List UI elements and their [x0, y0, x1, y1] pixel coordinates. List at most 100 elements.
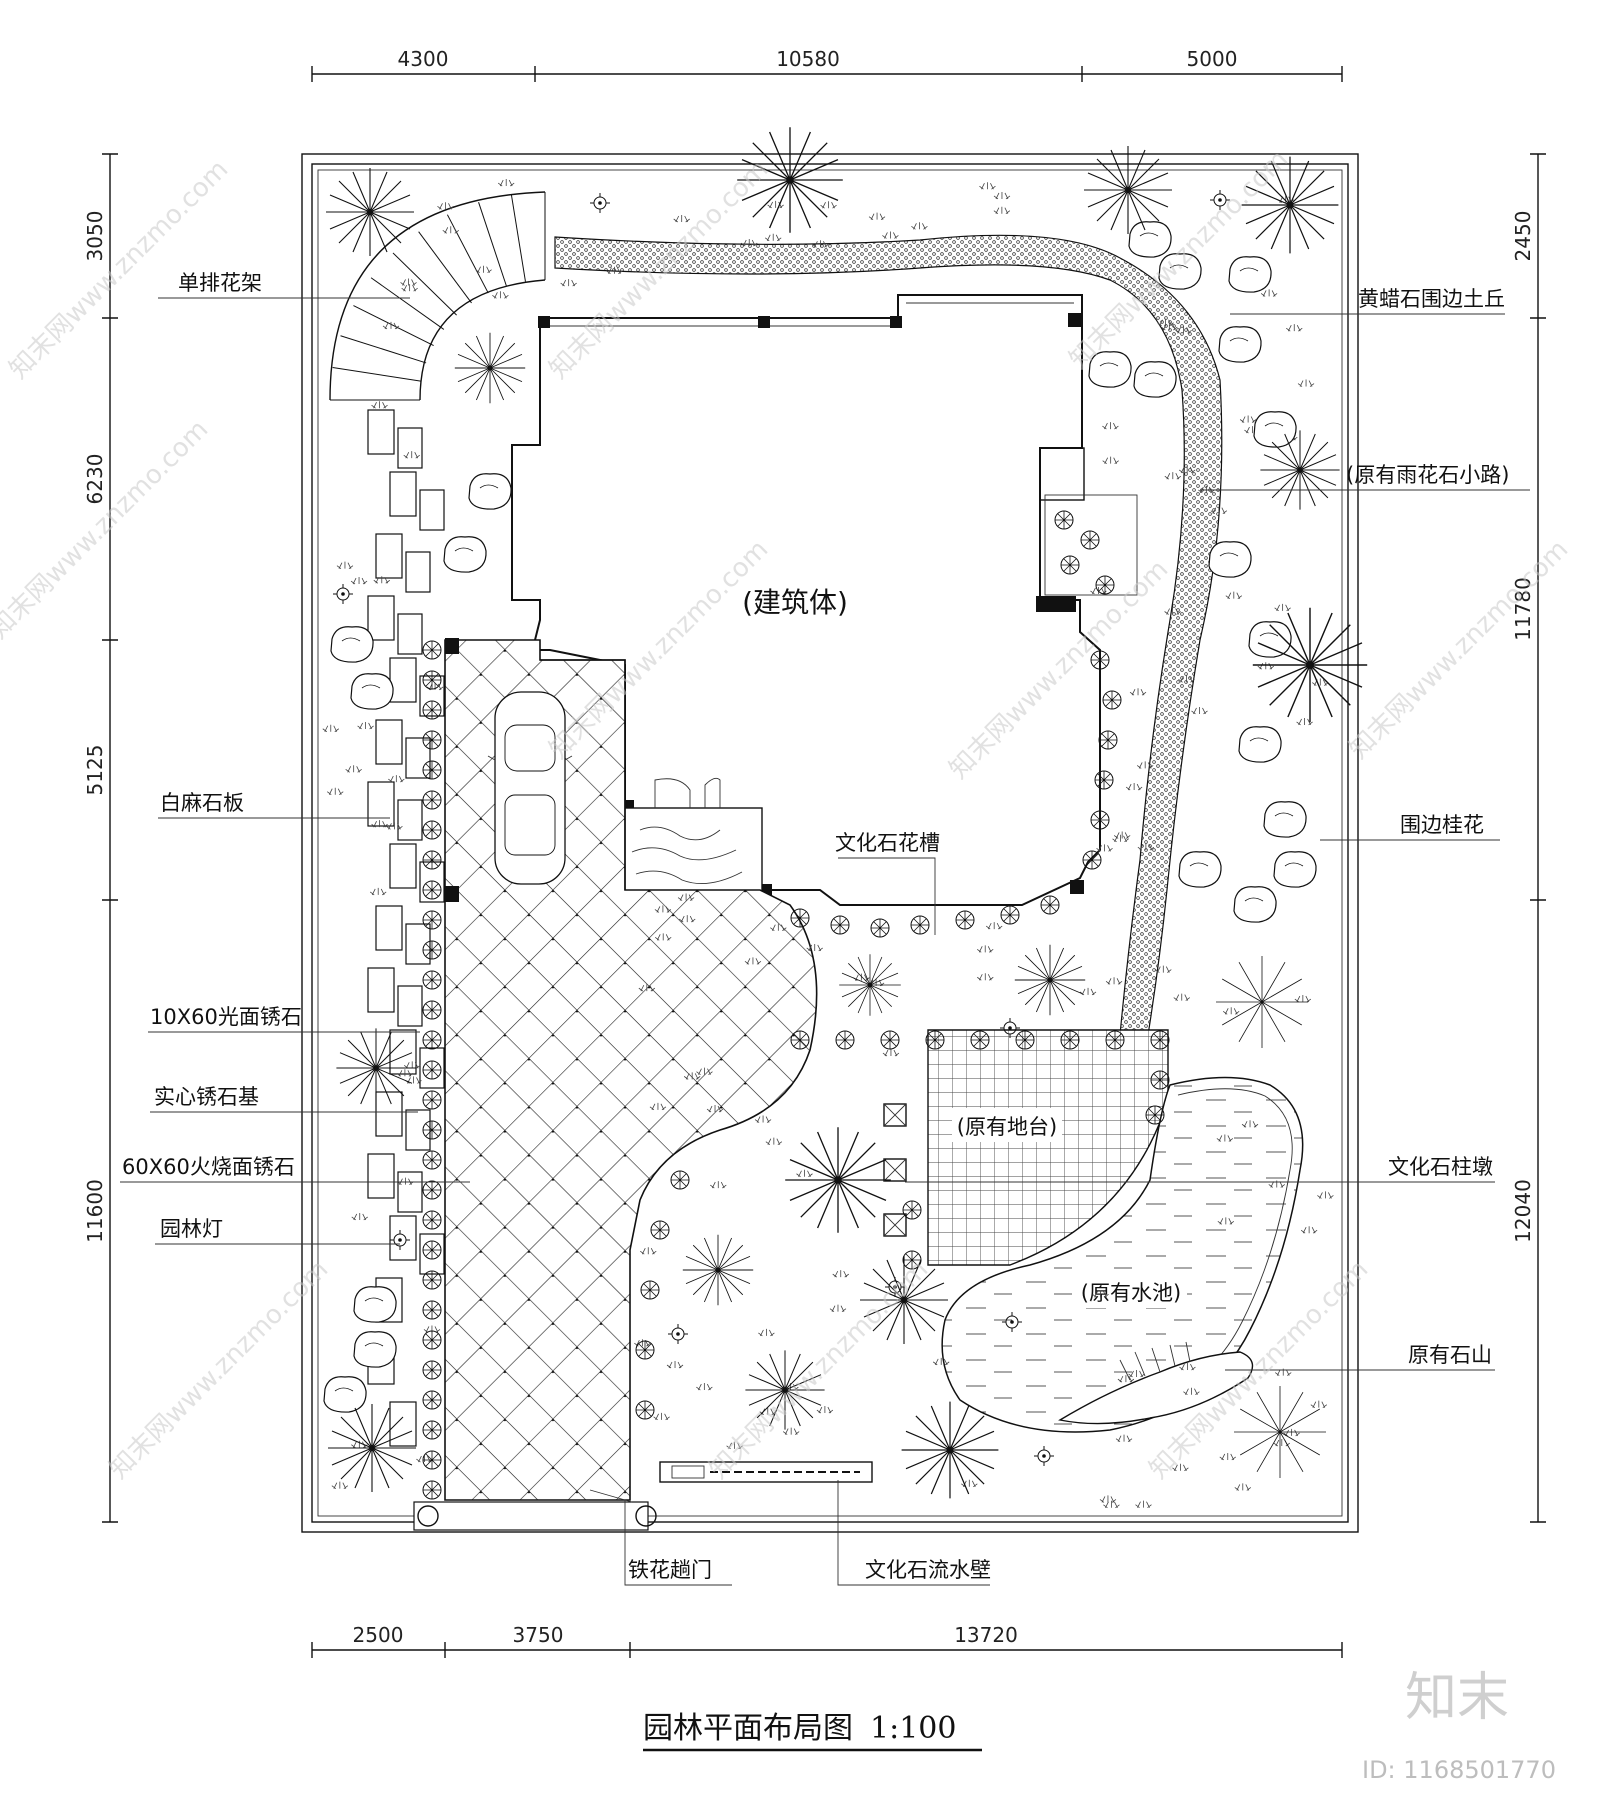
garden-lamp	[332, 583, 354, 605]
hedge-shrub	[1060, 1030, 1080, 1050]
grass-tuft	[1079, 987, 1097, 996]
hedge-shrub	[422, 1360, 442, 1380]
dim-top-2: 10580	[776, 47, 840, 71]
rockery	[1058, 1341, 1254, 1425]
hedge-shrub	[422, 1090, 442, 1110]
label-pergola: 单排花架	[178, 271, 262, 295]
grass-tuft	[868, 212, 886, 221]
hedge-shrub	[422, 1420, 442, 1440]
grass-tuft	[1260, 288, 1278, 297]
tree	[335, 1027, 417, 1109]
hedge-shrub	[422, 1150, 442, 1170]
dim-bottom-3: 13720	[954, 1623, 1018, 1647]
label-osmanthus: 围边桂花	[1400, 813, 1484, 837]
hedge-shrub	[635, 1340, 655, 1360]
pergola-slat	[353, 305, 434, 346]
watermark-text-9: 知末网www.znzmo.com	[704, 1254, 935, 1485]
grass-tuft	[757, 1328, 775, 1337]
stepping-stone	[389, 843, 417, 889]
pergola-slat	[510, 194, 526, 282]
hedge-shrub	[422, 1210, 442, 1230]
boulder	[323, 1376, 367, 1413]
stepping-stone	[389, 471, 417, 517]
boulder	[1228, 256, 1272, 293]
title-scale: 1:100	[870, 1711, 956, 1746]
hedge-shrub	[422, 1270, 442, 1290]
boulder	[1238, 726, 1282, 763]
hedge-shrub	[670, 1170, 690, 1190]
stepping-stone	[397, 799, 423, 841]
boulder	[1208, 541, 1252, 578]
hedge-shrub	[422, 940, 442, 960]
hedge-shrub	[1054, 510, 1074, 530]
watermark-text-7: 知末网www.znzmo.com	[1344, 534, 1575, 765]
grass-tuft	[1135, 1500, 1152, 1509]
hedge-shrub	[790, 1030, 810, 1050]
tree	[325, 167, 415, 257]
grass-tuft	[1125, 782, 1143, 791]
stepping-stone	[397, 985, 423, 1027]
hedge-shrub	[422, 1450, 442, 1470]
grass-tuft	[405, 1075, 422, 1084]
grass-tuft	[1283, 1428, 1301, 1437]
stepping-stone-path	[367, 409, 445, 1447]
grass-tuft	[1234, 1482, 1252, 1491]
tree	[1252, 607, 1368, 723]
grass-tuft	[491, 290, 509, 299]
grass-tuft	[497, 178, 515, 187]
hedge-shrub	[1015, 1030, 1035, 1050]
grass-tuft	[754, 1115, 772, 1123]
grass-tuft	[400, 278, 417, 286]
garden-lamp	[1033, 1445, 1055, 1467]
grass-tuft	[1300, 1225, 1318, 1234]
grass-tuft	[350, 576, 368, 585]
grass-tuft	[882, 1048, 900, 1057]
hedge-shrub	[955, 910, 975, 930]
hedge-shrub	[422, 1180, 442, 1200]
boulder	[1233, 886, 1277, 923]
grass-tuft	[816, 1405, 834, 1414]
grass-tuft	[764, 233, 782, 242]
hedge-shrub	[422, 670, 442, 690]
stepping-stone	[389, 1401, 417, 1447]
stepping-stone	[397, 427, 423, 469]
hedge-shrub	[1082, 850, 1102, 870]
tree	[1083, 145, 1173, 235]
grass-tuft	[1219, 1452, 1237, 1461]
grass-tuft	[371, 400, 388, 409]
hedge-shrub	[790, 908, 810, 928]
grass-tuft	[633, 1338, 651, 1347]
building-footprint: (建筑体)	[511, 294, 1101, 906]
grass-tuft	[351, 1212, 369, 1221]
building-label: (建筑体)	[742, 586, 848, 619]
grass-tuft	[1285, 323, 1303, 332]
grass-tuft	[437, 201, 454, 210]
hedge-shrub	[422, 880, 442, 900]
hedge-shrub	[422, 910, 442, 930]
hedge-shrub	[1090, 810, 1110, 830]
watermark-logo: 知末	[1405, 1668, 1509, 1728]
stepping-stone	[405, 737, 431, 779]
platform-label: (原有地台)	[957, 1115, 1057, 1139]
label-white-granite: 白麻石板	[160, 791, 244, 815]
hedge-shrub	[970, 1030, 990, 1050]
tree	[327, 1403, 417, 1493]
grass-tuft	[442, 225, 460, 234]
grass-tuft	[1105, 976, 1123, 985]
hedge-shrub	[422, 1480, 442, 1500]
watermark-text-1: 知末网www.znzmo.com	[4, 154, 235, 385]
stepping-stone	[367, 781, 395, 827]
tree	[838, 953, 902, 1017]
hedge-shrub	[910, 915, 930, 935]
stepping-stone	[397, 613, 423, 655]
grass-tuft	[1113, 831, 1131, 839]
tree	[784, 1126, 892, 1234]
grass-tuft	[911, 221, 928, 230]
pergola	[329, 191, 546, 401]
hedge-shrub	[422, 1120, 442, 1140]
hedge-shrub	[422, 640, 442, 660]
hedge-shrub	[1105, 1030, 1125, 1050]
hedge-shrub	[1145, 1105, 1165, 1125]
hedge-shrub	[880, 1030, 900, 1050]
dim-top-3: 5000	[1187, 47, 1238, 71]
